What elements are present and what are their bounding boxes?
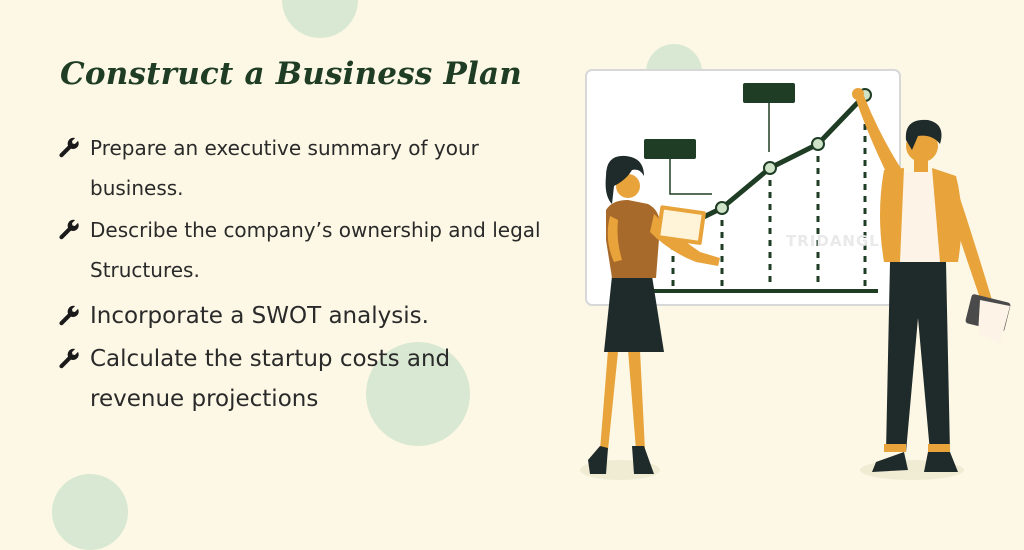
bullet-line: Calculate the startup costs and (90, 346, 451, 372)
man-shirt (888, 172, 948, 262)
wrench-icon (59, 348, 79, 369)
man-arm (944, 180, 992, 304)
man-shoe (924, 452, 958, 472)
list-item: Prepare an executive summary of your bus… (58, 128, 568, 208)
wrench-icon (59, 219, 79, 240)
bullet-line: Describe the company’s ownership and leg… (90, 218, 541, 242)
man-shoe (872, 452, 908, 472)
business-illustration: TRIDANGLE (560, 40, 1020, 500)
man-pants (886, 262, 950, 452)
wrench-icon (59, 137, 79, 158)
woman-shoe (632, 446, 654, 474)
list-item: Incorporate a SWOT analysis. (58, 296, 568, 336)
woman-legs (600, 350, 645, 450)
woman-hair (605, 155, 644, 204)
bullet-line: Structures. (90, 258, 200, 282)
page-title: Construct a Business Plan (60, 56, 523, 92)
bullet-list: Prepare an executive summary of your bus… (58, 128, 568, 419)
woman-skirt (604, 276, 664, 352)
bullet-line: revenue projections (90, 386, 319, 412)
list-item: Describe the company’s ownership and leg… (58, 210, 568, 290)
chart-dashes (671, 100, 867, 288)
illustration-svg: TRIDANGLE (580, 69, 1011, 480)
wrench-icon (59, 305, 79, 326)
decor-circle-middle (366, 342, 470, 446)
man-jacket (880, 168, 904, 262)
bullet-line: business. (90, 176, 184, 200)
man-hair (905, 119, 942, 150)
chart-baseline (612, 289, 878, 293)
chart-label-box (644, 139, 696, 159)
bullet-line: Incorporate a SWOT analysis. (90, 303, 429, 329)
woman-shoe (588, 446, 608, 474)
decor-circle-bottom (52, 474, 128, 550)
paper-icon (978, 300, 1010, 344)
man-arm-raised (856, 96, 902, 180)
bullet-line: Prepare an executive summary of your (90, 136, 479, 160)
chart-label-pointer (669, 159, 712, 195)
decor-circle-top (282, 0, 358, 38)
woman-arm-back (607, 216, 622, 262)
watermark: TRIDANGLE (786, 232, 891, 250)
chart-label-box (743, 83, 795, 103)
list-item: Calculate the startup costs and revenue … (58, 339, 568, 419)
